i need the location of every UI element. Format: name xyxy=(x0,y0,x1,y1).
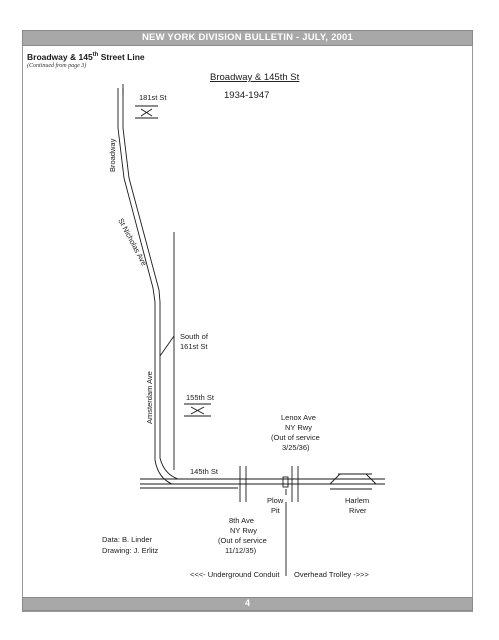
overhead-trolley-label: Overhead Trolley ->>> xyxy=(294,570,369,579)
label-8th-nyrwy: NY Rwy xyxy=(230,526,257,535)
label-amsterdam: Amsterdam Ave xyxy=(145,371,154,424)
label-145th: 145th St xyxy=(190,467,219,476)
section-title-main: Broadway & 145 xyxy=(27,52,93,62)
diagram-title: Broadway & 145th St xyxy=(210,72,300,83)
page-number: 4 xyxy=(244,598,250,608)
label-harlem: Harlem xyxy=(345,496,369,505)
label-st-nicholas: St Nicholas Ave xyxy=(116,217,149,267)
label-lenox-4: 3/25/36) xyxy=(282,443,310,452)
section-title-end: Street Line xyxy=(98,52,145,62)
label-161st: 161st St xyxy=(180,342,208,351)
crossover-155-x2 xyxy=(190,406,205,415)
header-bar: NEW YORK DIVISION BULLETIN - JULY, 2001 xyxy=(22,30,473,46)
drawing-credit: Drawing: J. Erlitz xyxy=(102,546,159,555)
main-track-right xyxy=(122,88,240,480)
branch-161 xyxy=(159,335,175,357)
label-181st: 181st St xyxy=(139,93,167,102)
harlem-x2 xyxy=(329,473,341,485)
bulletin-title: NEW YORK DIVISION BULLETIN - JULY, 2001 xyxy=(141,32,354,43)
section-title-sup: th xyxy=(92,52,99,59)
section-title: Broadway & 145th Street Line xyxy=(27,52,145,62)
label-pit: Pit xyxy=(271,506,281,515)
label-155th: 155th St xyxy=(186,393,215,402)
label-lenox-3: (Out of service xyxy=(271,433,320,442)
underground-conduit-label: <<<- Underground Conduit xyxy=(190,570,280,579)
harlem-x3 xyxy=(365,473,377,485)
label-broadway: Broadway xyxy=(108,138,117,172)
footer-bar: 4 xyxy=(22,597,473,611)
label-lenox-2: NY Rwy xyxy=(285,423,312,432)
label-south-of: South of xyxy=(180,332,209,341)
label-8th-date: 11/12/35) xyxy=(225,546,257,555)
plow-pit xyxy=(282,476,289,488)
label-8th-ave: 8th Ave xyxy=(229,516,254,525)
diagram-years: 1934-1947 xyxy=(224,90,269,101)
crossover-181-x2 xyxy=(140,108,153,117)
label-river: River xyxy=(349,506,367,515)
continued-note: (Continued from page 3) xyxy=(27,63,87,69)
data-credit: Data: B. Linder xyxy=(102,535,153,544)
label-plow: Plow xyxy=(267,496,284,505)
main-track-left xyxy=(117,88,240,485)
label-8th-out: (Out of service xyxy=(218,536,267,545)
label-lenox-1: Lenox Ave xyxy=(281,413,316,422)
